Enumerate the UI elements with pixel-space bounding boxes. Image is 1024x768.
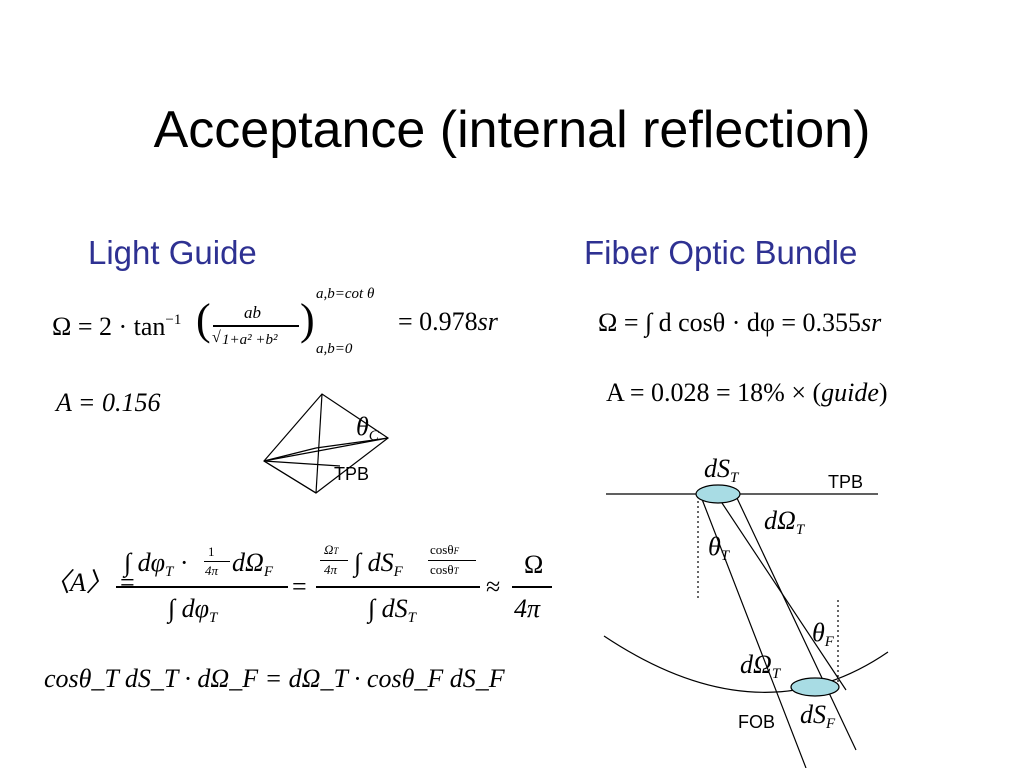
wedge-edge (315, 393, 323, 494)
denominator-2: ∫ dST (368, 594, 416, 626)
right-tpb-label: TPB (828, 472, 864, 492)
numerator-2-pre-top: ΩT (324, 542, 339, 557)
light-guide-wedge (263, 393, 390, 494)
average-acceptance-lhs: 〈A〉 = (44, 568, 136, 597)
wedge-ray-4 (263, 460, 317, 494)
wedge-ray-3 (263, 460, 341, 467)
fraction-bar-3 (512, 586, 552, 588)
left-tpb-label: TPB (334, 464, 370, 484)
fraction-numerator: ab (244, 303, 261, 322)
slide-title: Acceptance (internal reflection) (153, 101, 871, 159)
equals-2: = (292, 572, 307, 601)
theta-t-label: θT (708, 532, 730, 564)
numerator-1-frac-top: 1 (208, 544, 215, 559)
fraction-bar-1 (116, 586, 288, 588)
theta-c-label: θC (356, 412, 379, 444)
right-paren: ) (300, 295, 315, 344)
numerator-1-small-bar (204, 561, 230, 562)
numerator-1: ∫ dφT · (124, 548, 189, 580)
upper-limit: a,b=cot θ (316, 286, 375, 302)
numerator-2-cos-bar (428, 560, 476, 561)
domega-t-top-label: dΩT (764, 506, 805, 538)
etendue-relation: cosθ_T dS_T · dΩ_F = dΩ_T · cosθ_F dS_F (44, 664, 505, 693)
numerator-2-pre-bot: 4π (324, 562, 338, 577)
light-guide-omega-lhs: Ω = 2 · tan−1 (52, 312, 182, 341)
result-numerator: Ω (524, 550, 544, 579)
theta-f-label: θF (812, 618, 834, 650)
ds-f-patch (790, 677, 840, 697)
numerator-1-frac-bot: 4π (205, 563, 219, 578)
numerator-2-pre-bar (320, 560, 348, 561)
numerator-2-int: ∫ dSF (354, 548, 403, 580)
light-guide-area: A = 0.156 (56, 388, 161, 417)
fob-surface-curve (603, 635, 889, 693)
fiber-optic-bundle-heading: Fiber Optic Bundle (584, 234, 858, 271)
domega-t-bottom-label: dΩT (740, 650, 781, 682)
fob-area-formula: A = 0.028 = 18% × (guide) (606, 378, 888, 407)
wedge-ray-1 (263, 437, 389, 462)
fraction-bar-2 (316, 586, 480, 588)
sqrt-sign: √ (212, 329, 221, 346)
numerator-1-tail: dΩF (232, 548, 273, 580)
left-paren: ( (196, 295, 211, 344)
numerator-2-cos-bot: cosθT (430, 562, 459, 577)
fob-diagram (603, 493, 889, 768)
fraction-denominator: 1+a² +b² (222, 332, 278, 348)
numerator-2-cos-top: cosθF (430, 542, 460, 557)
approx-sign: ≈ (486, 572, 501, 601)
denominator-1: ∫ dφT (168, 594, 218, 626)
light-guide-heading: Light Guide (88, 234, 257, 271)
ds-t-label: dST (704, 454, 739, 486)
ray-right (735, 495, 857, 751)
ds-f-label: dSF (800, 700, 836, 732)
lower-limit: a,b=0 (316, 341, 353, 357)
light-guide-omega-value: = 0.978sr (398, 307, 498, 336)
fraction-bar (213, 325, 299, 327)
ds-t-patch (695, 484, 741, 504)
fob-label: FOB (738, 712, 776, 732)
result-denominator: 4π (514, 594, 541, 623)
fob-omega-formula: Ω = ∫ d cosθ · dφ = 0.355sr (598, 308, 882, 337)
ray-left (699, 493, 807, 768)
wedge-ray-2 (263, 447, 317, 462)
